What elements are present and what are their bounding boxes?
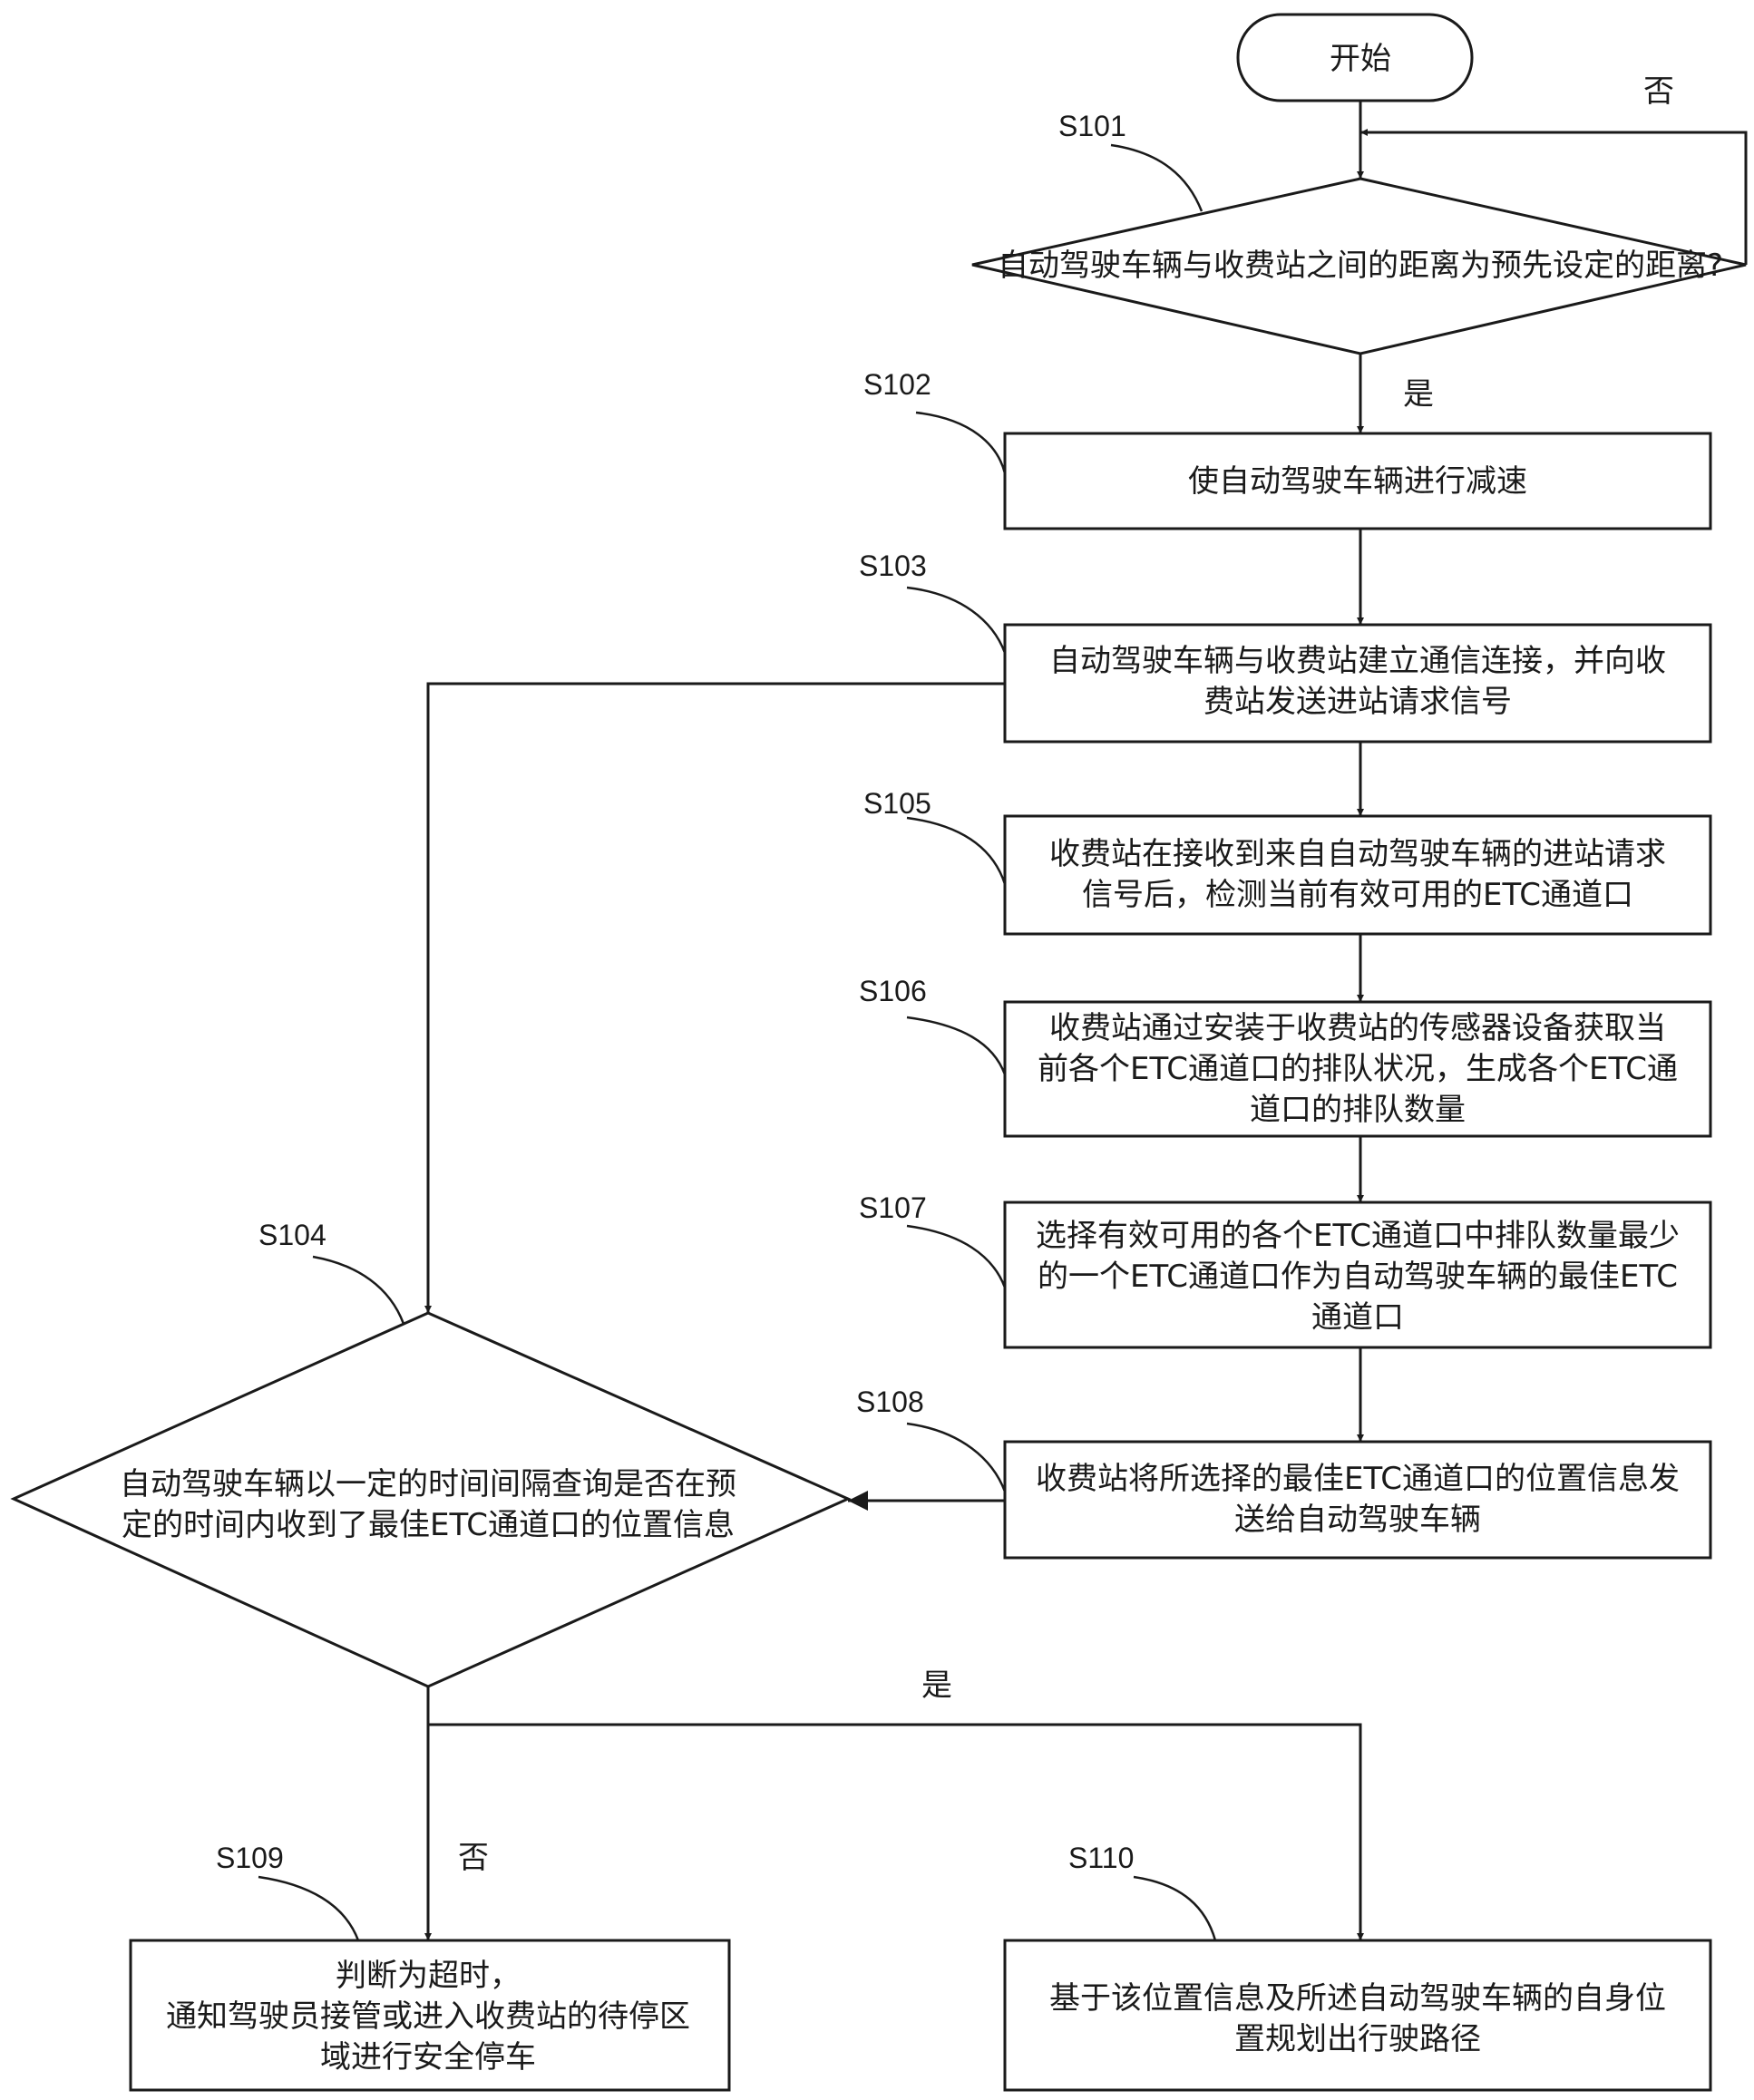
- s106-text: 收费站通过安装于收费站的传感器设备获取当前各个ETC通道口的排队状况，生成各个E…: [1038, 1010, 1678, 1128]
- step-label-s110: S110: [1068, 1842, 1134, 1874]
- leader-s102: [915, 411, 1007, 474]
- step-label-s103: S103: [859, 549, 927, 582]
- s103-text-line-1: 自动驾驶车辆与收费站建立通信连接，并向收: [1049, 643, 1666, 679]
- s109-text-line-3: 域进行安全停车: [320, 2039, 536, 2076]
- s103-text-line-2: 费站发送进站请求信号: [1203, 684, 1512, 720]
- s110-text-line-2: 置规划出行驶路径: [1234, 2021, 1481, 2057]
- leader-s109: [258, 1875, 360, 1941]
- s102-box: [1003, 432, 1712, 530]
- leader-s101: [1110, 143, 1203, 212]
- s110-box: [1003, 1939, 1712, 2092]
- s104-text: 自动驾驶车辆以一定的时间间隔查询是否在预定的时间内收到了最佳ETC通道口的位置信…: [120, 1466, 736, 1543]
- s107-text-line-2: 的一个ETC通道口作为自动驾驶车辆的最佳ETC: [1038, 1259, 1678, 1295]
- step-label-s108: S108: [856, 1385, 924, 1418]
- s108-text-line-2: 送给自动驾驶车辆: [1234, 1502, 1481, 1538]
- edge-label-s101-yes: 是: [1403, 376, 1434, 413]
- s106-text-line-3: 道口的排队数量: [1250, 1092, 1466, 1128]
- step-label-s109: S109: [216, 1842, 284, 1874]
- edge-label-s104-yes: 是: [921, 1667, 952, 1704]
- step-label-s104: S104: [258, 1219, 326, 1251]
- s110-text-line-1: 基于该位置信息及所述自动驾驶车辆的自身位: [1049, 1980, 1666, 2017]
- s108-box: [1003, 1440, 1712, 1560]
- step-label-s101: S101: [1058, 110, 1126, 142]
- s102-text: 使自动驾驶车辆进行减速: [1188, 463, 1527, 500]
- s109-text-line-2: 通知驾驶员接管或进入收费站的待停区: [166, 1998, 690, 2035]
- s105-text-line-1: 收费站在接收到来自自动驾驶车辆的进站请求: [1049, 836, 1666, 872]
- s105-text-line-2: 信号后，检测当前有效可用的ETC通道口: [1082, 877, 1633, 913]
- s101-text: 自动驾驶车辆与收费站之间的距离为预先设定的距离?: [998, 248, 1723, 284]
- leader-s108: [906, 1422, 1007, 1492]
- s107-box: [1003, 1201, 1712, 1349]
- leader-s110: [1133, 1875, 1217, 1941]
- step-label-s107: S107: [859, 1191, 927, 1224]
- edge-label-s101-no: 否: [1643, 73, 1674, 110]
- start-text: 开始: [1330, 41, 1391, 77]
- s109-text-line-1: 判断为超时，: [336, 1958, 521, 1994]
- edge-s101-no-loop: [1360, 129, 1748, 265]
- s104-text-line-1: 自动驾驶车辆以一定的时间间隔查询是否在预: [120, 1466, 736, 1502]
- s107-text-line-1: 选择有效可用的各个ETC通道口中排队数量最少: [1036, 1218, 1680, 1254]
- edge-s103-to-s104: [424, 682, 1005, 1313]
- edge-label-s104-no: 否: [458, 1840, 489, 1876]
- leader-s105: [906, 816, 1007, 885]
- edge-s104-yes-to-s110: [428, 1723, 1364, 1940]
- step-label-s106: S106: [859, 975, 927, 1007]
- step-label-s105: S105: [863, 787, 931, 820]
- s107-text: 选择有效可用的各个ETC通道口中排队数量最少的一个ETC通道口作为自动驾驶车辆的…: [1036, 1218, 1680, 1336]
- s104-text-line-2: 定的时间内收到了最佳ETC通道口的位置信息: [122, 1507, 735, 1543]
- s108-text-line-1: 收费站将所选择的最佳ETC通道口的位置信息发: [1036, 1461, 1680, 1497]
- leader-s106: [906, 1016, 1007, 1075]
- s109-box: [129, 1939, 731, 2092]
- start-node: [1236, 13, 1474, 102]
- step-label-s102: S102: [863, 368, 931, 401]
- s107-text-line-3: 通道口: [1311, 1299, 1404, 1336]
- s106-text-line-2: 前各个ETC通道口的排队状况，生成各个ETC通: [1038, 1051, 1678, 1087]
- s106-text-line-1: 收费站通过安装于收费站的传感器设备获取当: [1049, 1010, 1666, 1046]
- leader-s107: [906, 1224, 1007, 1288]
- s106-box: [1003, 1000, 1712, 1138]
- leader-s103: [906, 586, 1007, 654]
- leader-s104: [312, 1255, 405, 1325]
- s105-box: [1003, 814, 1712, 936]
